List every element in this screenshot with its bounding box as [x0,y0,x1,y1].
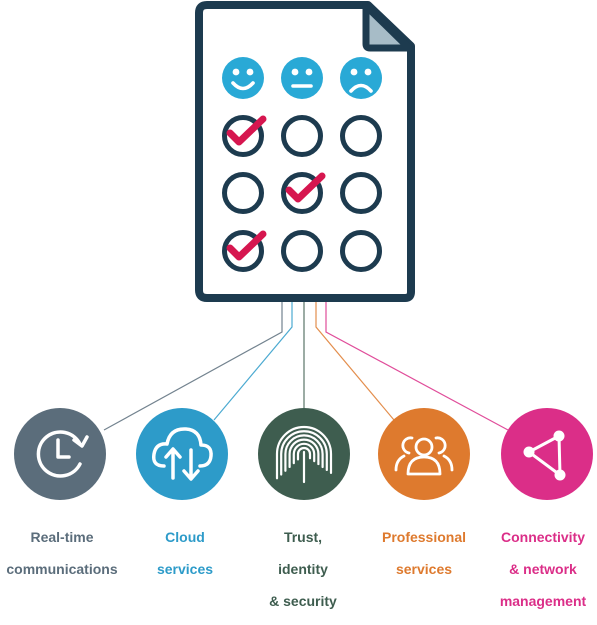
label-line: Trust, [283,529,323,545]
label-cloud-services: Cloud services [130,513,240,593]
diagram-canvas [14,1,593,500]
label-line: communications [6,561,118,577]
answer-option-circle [281,230,323,272]
document-folded-corner [362,2,413,52]
label-line: identity [278,561,328,577]
category-professional-services [378,408,470,500]
label-line: Cloud [165,529,205,545]
answer-option-circle [222,230,267,272]
people-group-icon [394,436,454,476]
sad-face-icon [340,57,382,99]
neutral-face-icon [281,57,323,99]
label-line: Professional [381,529,467,545]
label-line: management [499,593,587,609]
category-connectivity-network-management [501,408,593,500]
label-line: & security [269,593,337,609]
connector-lines [103,300,509,431]
category-trust-identity-security [258,408,350,500]
clock-refresh-icon [36,430,89,478]
category-cloud-services [136,408,228,500]
answer-option-circle [340,115,382,157]
fingerprint-icon [275,425,333,484]
label-line: Real-time [30,529,94,545]
answer-option-circle [340,172,382,214]
label-line: Connectivity [500,529,585,545]
answer-option-circle [222,115,267,157]
survey-checklist-document-icon [195,1,415,302]
answer-option-circle [340,230,382,272]
connector-line-professional-services [315,300,395,421]
category-circle [501,408,593,500]
cloud-upload-download-icon [151,427,213,481]
label-professional-services: Professional services [366,513,482,593]
label-connectivity-network-management: Connectivity & network management [490,513,596,625]
network-nodes-icon [523,430,566,481]
checkmark-icon [226,115,267,146]
label-line: services [395,561,453,577]
connector-line-connectivity-network-management [325,300,509,431]
answer-option-circle [222,172,264,214]
label-line: & network [509,561,577,577]
category-real-time-communications [14,408,106,500]
checkmark-icon [226,230,267,261]
answer-option-circle [281,172,326,214]
category-circle [14,408,106,500]
answer-option-circle [281,115,323,157]
connector-line-cloud-services [213,300,293,421]
answer-grid [222,115,382,272]
label-line: services [156,561,214,577]
happy-face-icon [222,57,264,99]
label-real-time-communications: Real-time communications [0,513,124,593]
category-circle [136,408,228,500]
label-trust-identity-security: Trust, identity & security [248,513,358,625]
checkmark-icon [285,172,326,203]
connector-line-real-time-communications [103,300,283,431]
diagram-stage: Real-time communications Cloud services … [6,1,593,609]
category-circles [14,408,593,500]
